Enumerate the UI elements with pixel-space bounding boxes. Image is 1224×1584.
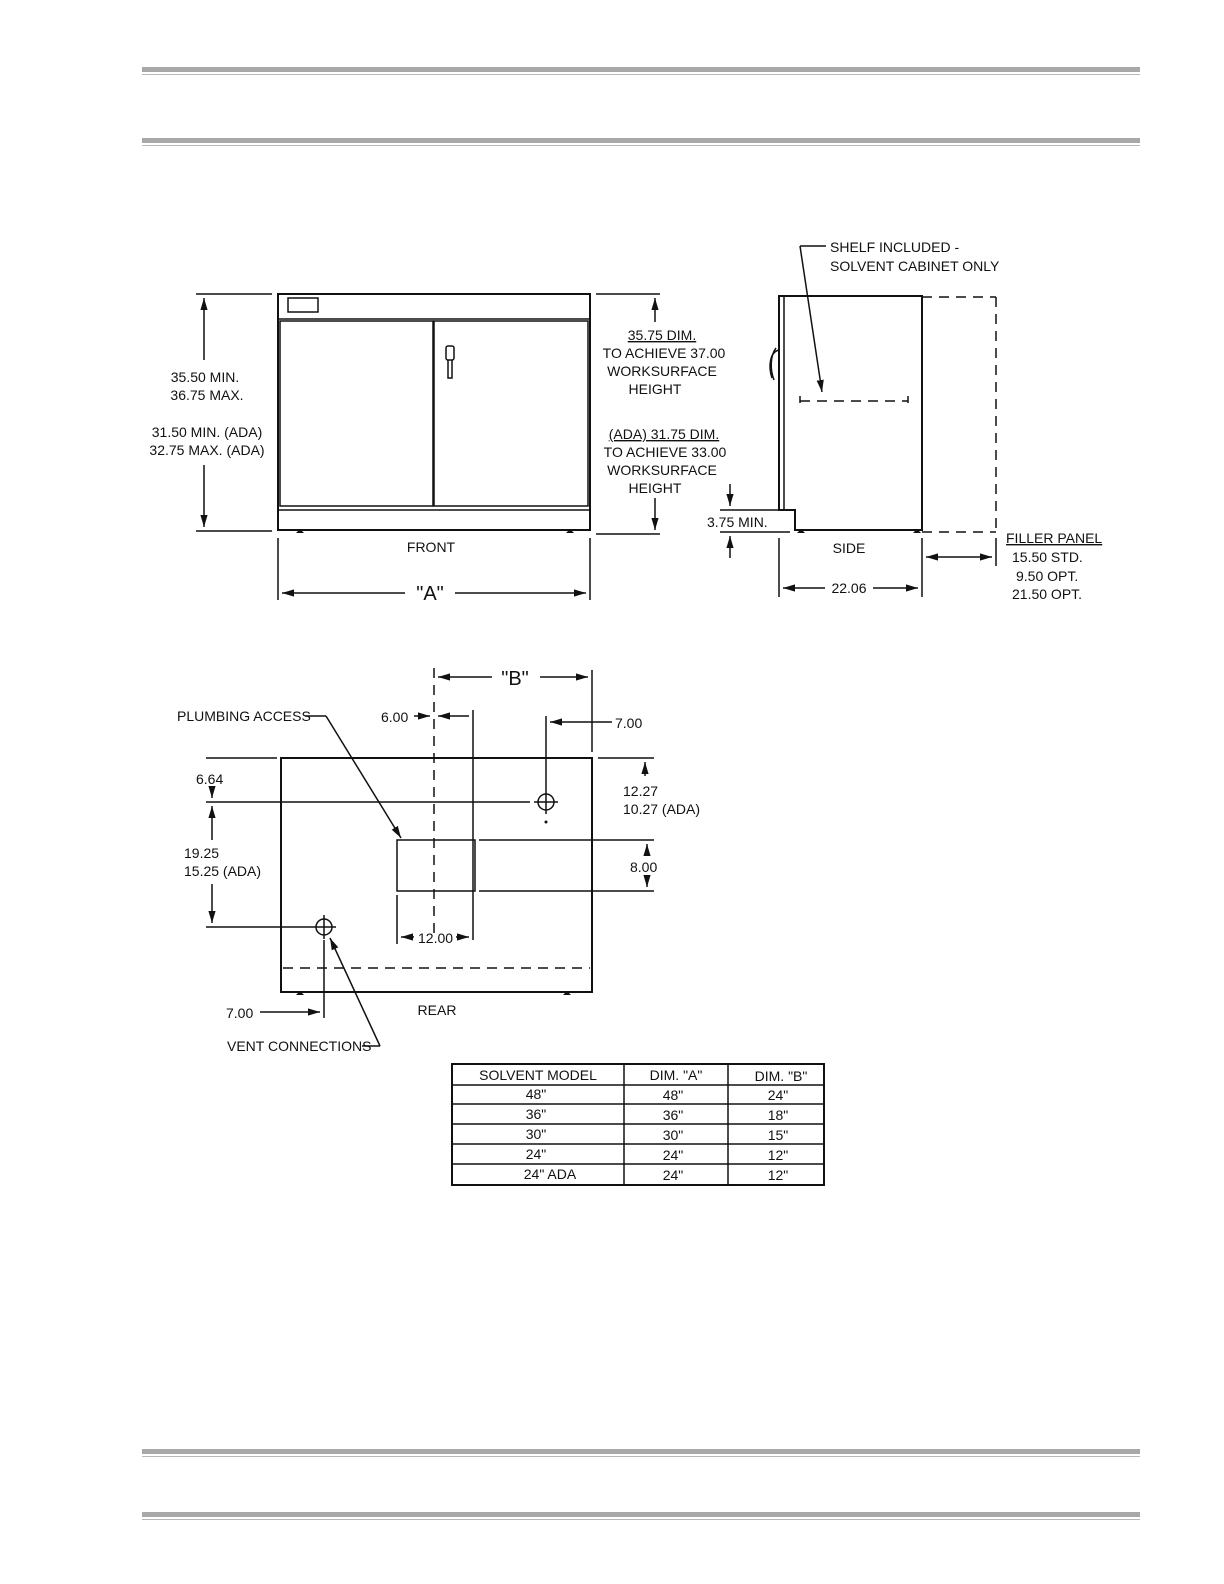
table-cell: 24" [526, 1146, 547, 1162]
leveling-foot-icon [296, 991, 304, 995]
side-handle-icon [769, 347, 780, 381]
toe-kick-dim: 3.75 MIN. [707, 514, 768, 530]
dim-7-00-top: 7.00 [615, 715, 642, 731]
filler-opt1: 9.50 OPT. [1016, 568, 1078, 584]
dim-std-line3: WORKSURFACE [607, 363, 717, 379]
header-rule-bottom [142, 138, 1140, 146]
dim-ada-line2: TO ACHIEVE 33.00 [604, 444, 727, 460]
dim-std-line4: HEIGHT [629, 381, 682, 397]
dim-6-64: 6.64 [196, 771, 223, 787]
height-ada-max: 32.75 MAX. (ADA) [149, 442, 264, 458]
width-a-label: "A" [416, 583, 444, 605]
side-label: SIDE [833, 540, 866, 556]
rear-label: REAR [418, 1002, 457, 1018]
table-cell: 12" [768, 1167, 789, 1183]
side-view: SHELF INCLUDED - SOLVENT CABINET ONLY 3.… [707, 239, 1102, 602]
rear-view: "B" 6.00 7.00 PLUMBING ACCESS 6.64 12.27… [177, 668, 700, 1054]
door-handle-icon [445, 345, 455, 379]
table-cell: 24" [768, 1087, 789, 1103]
table-cell: 30" [663, 1127, 684, 1143]
leveling-foot-icon [797, 529, 805, 533]
table-cell: 12" [768, 1147, 789, 1163]
front-label: FRONT [407, 539, 456, 555]
plumbing-hole-icon [534, 790, 558, 814]
dim-15-25: 15.25 (ADA) [184, 863, 261, 879]
shelf-note-line2: SOLVENT CABINET ONLY [830, 258, 1000, 274]
table-cell: 24" [663, 1167, 684, 1183]
plumbing-access-cutout [396, 839, 476, 892]
dim-std-title: 35.75 DIM. [628, 327, 696, 343]
footer-rule-bottom [142, 1512, 1140, 1520]
right-door [433, 320, 589, 507]
leveling-foot-icon [563, 991, 571, 995]
vent-connections-label: VENT CONNECTIONS [227, 1038, 371, 1054]
table-cell: 30" [526, 1126, 547, 1142]
table-cell: 24" [663, 1147, 684, 1163]
dim-19-25: 19.25 [184, 845, 219, 861]
dimension-table: SOLVENT MODEL DIM. "A" DIM. "B" 48" 48" … [451, 1063, 825, 1186]
left-door [279, 320, 434, 507]
vent-hole-icon [312, 915, 336, 939]
front-view: 35.50 MIN. 36.75 MAX. 31.50 MIN. (ADA) 3… [149, 293, 727, 605]
height-std-max: 36.75 MAX. [170, 387, 243, 403]
front-cabinet-outline [277, 293, 591, 531]
table-header-dim-b: DIM. "B" [755, 1068, 808, 1084]
leveling-foot-icon [566, 529, 574, 533]
label-plate [287, 297, 319, 313]
filler-std: 15.50 STD. [1012, 549, 1083, 565]
table-cell: 15" [768, 1127, 789, 1143]
height-std-min: 35.50 MIN. [171, 369, 239, 385]
height-ada-min: 31.50 MIN. (ADA) [152, 424, 262, 440]
dim-ada-line3: WORKSURFACE [607, 462, 717, 478]
leveling-foot-icon [913, 529, 921, 533]
filler-panel-title: FILLER PANEL [1006, 530, 1102, 546]
table-cell: 36" [663, 1107, 684, 1123]
dim-6-00: 6.00 [381, 709, 408, 725]
side-cabinet-outline [778, 295, 923, 531]
header-rule-top [142, 67, 1140, 75]
table-cell: 36" [526, 1106, 547, 1122]
table-header-dim-a: DIM. "A" [650, 1067, 703, 1083]
table-header-model: SOLVENT MODEL [479, 1067, 597, 1083]
dim-10-27: 10.27 (ADA) [623, 801, 700, 817]
dim-ada-line4: HEIGHT [629, 480, 682, 496]
dim-ada-title: (ADA) 31.75 DIM. [609, 426, 719, 442]
side-depth-dim: 22.06 [831, 580, 866, 596]
table-cell: 48" [663, 1087, 684, 1103]
table-cell: 24" ADA [524, 1166, 577, 1182]
leveling-foot-icon [296, 529, 304, 533]
rear-cabinet-outline [280, 757, 593, 993]
dim-7-00-bottom: 7.00 [226, 1005, 253, 1021]
shelf-note-line1: SHELF INCLUDED - [830, 239, 959, 255]
dim-12-00: 12.00 [418, 930, 453, 946]
dim-std-line2: TO ACHIEVE 37.00 [603, 345, 726, 361]
plumbing-access-label: PLUMBING ACCESS [177, 708, 311, 724]
table-cell: 18" [768, 1107, 789, 1123]
dim-12-27: 12.27 [623, 783, 658, 799]
dim-8-00: 8.00 [630, 859, 657, 875]
table-cell: 48" [526, 1086, 547, 1102]
filler-opt2: 21.50 OPT. [1012, 586, 1082, 602]
footer-rule-top [142, 1449, 1140, 1457]
dim-b-label: "B" [501, 668, 529, 690]
